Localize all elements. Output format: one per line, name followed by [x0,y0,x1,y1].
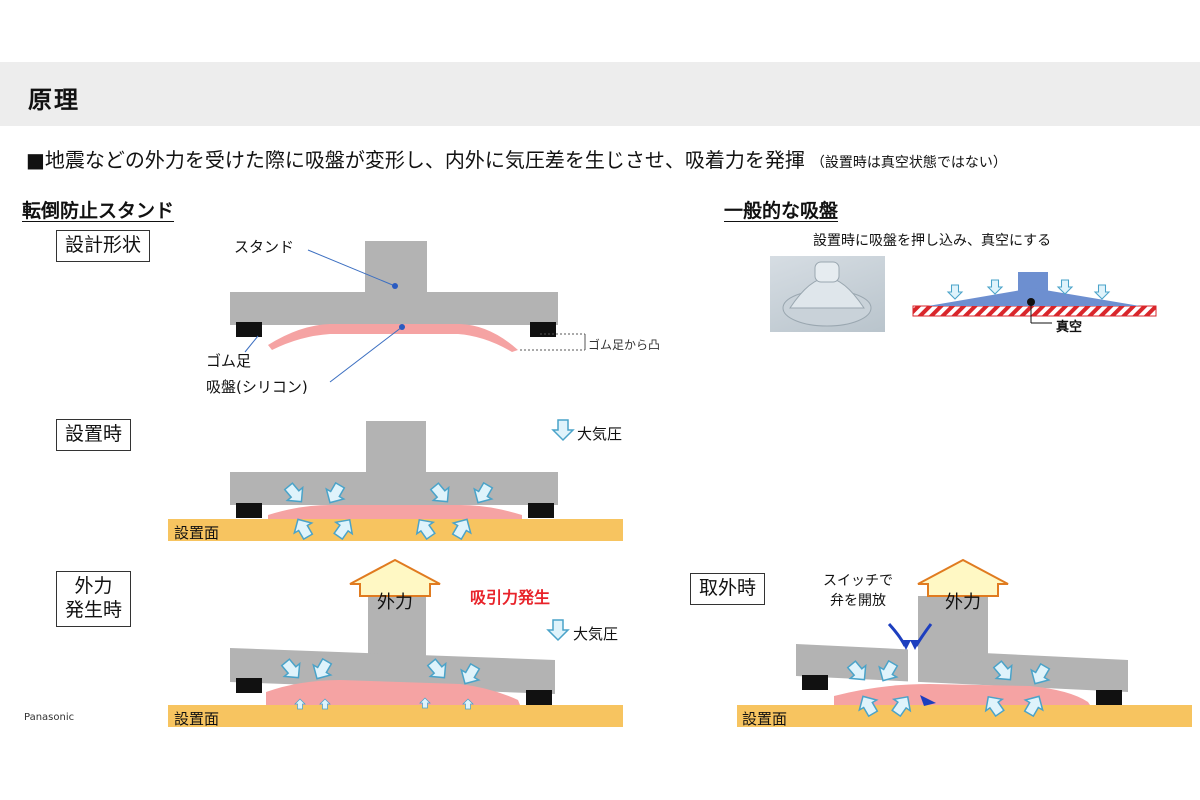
external-force-figure [168,558,623,727]
label-stand: スタンド [234,238,295,256]
label-vacuum: 真空 [1056,320,1083,335]
footer-brand: Panasonic [24,712,75,723]
label-rubber-foot: ゴム足 [206,352,252,370]
label-removal-force: 外力 [945,592,981,613]
suction-cup-icon [782,261,872,327]
label-protrusion: ゴム足から凸 [588,338,661,352]
label-design: 設計形状 [56,230,151,262]
label-atm-pressure-installed: 大気圧 [577,425,623,443]
slide [0,62,1200,736]
section-title-general: 一般的な吸盤 [724,200,839,222]
label-removal: 取外時 [690,573,766,605]
label-surface-removal: 設置面 [742,710,788,728]
label-switch-line2: 弁を開放 [830,593,886,609]
label-external-force-line2: 発生時 [65,598,123,621]
label-switch: スイッチで 弁を開放 [823,570,893,610]
label-switch-line1: スイッチで [823,573,893,589]
label-suction-force: 吸引力発生 [470,588,551,607]
label-surface-external: 設置面 [174,710,220,728]
label-atm-pressure-external: 大気圧 [573,625,619,643]
header-bar [0,62,1200,126]
lead-main: ■地震などの外力を受けた際に吸盤が変形し、内外に気圧差を生じさせ、吸着力を発揮 [26,148,805,172]
section-title-stand: 転倒防止スタンド [22,200,175,222]
design-stand-figure [230,241,586,383]
suction-cup-photo [770,256,885,332]
installed-figure [168,419,623,543]
page-title: 原理 [28,86,80,114]
lead-note: （設置時は真空状態ではない） [810,155,1007,171]
general-suction-figure [912,272,1157,324]
label-external-force: 外力 発生時 [56,571,132,627]
label-external-force-line1: 外力 [74,575,113,597]
label-installed: 設置時 [56,419,132,451]
removal-figure [737,558,1192,727]
label-general-caption: 設置時に吸盤を押し込み、真空にする [813,233,1052,249]
label-force: 外力 [377,592,413,613]
label-surface-installed: 設置面 [174,524,220,542]
label-suction-cup: 吸盤(シリコン) [206,378,308,396]
lead-text: ■地震などの外力を受けた際に吸盤が変形し、内外に気圧差を生じさせ、吸着力を発揮 （… [26,144,1007,173]
